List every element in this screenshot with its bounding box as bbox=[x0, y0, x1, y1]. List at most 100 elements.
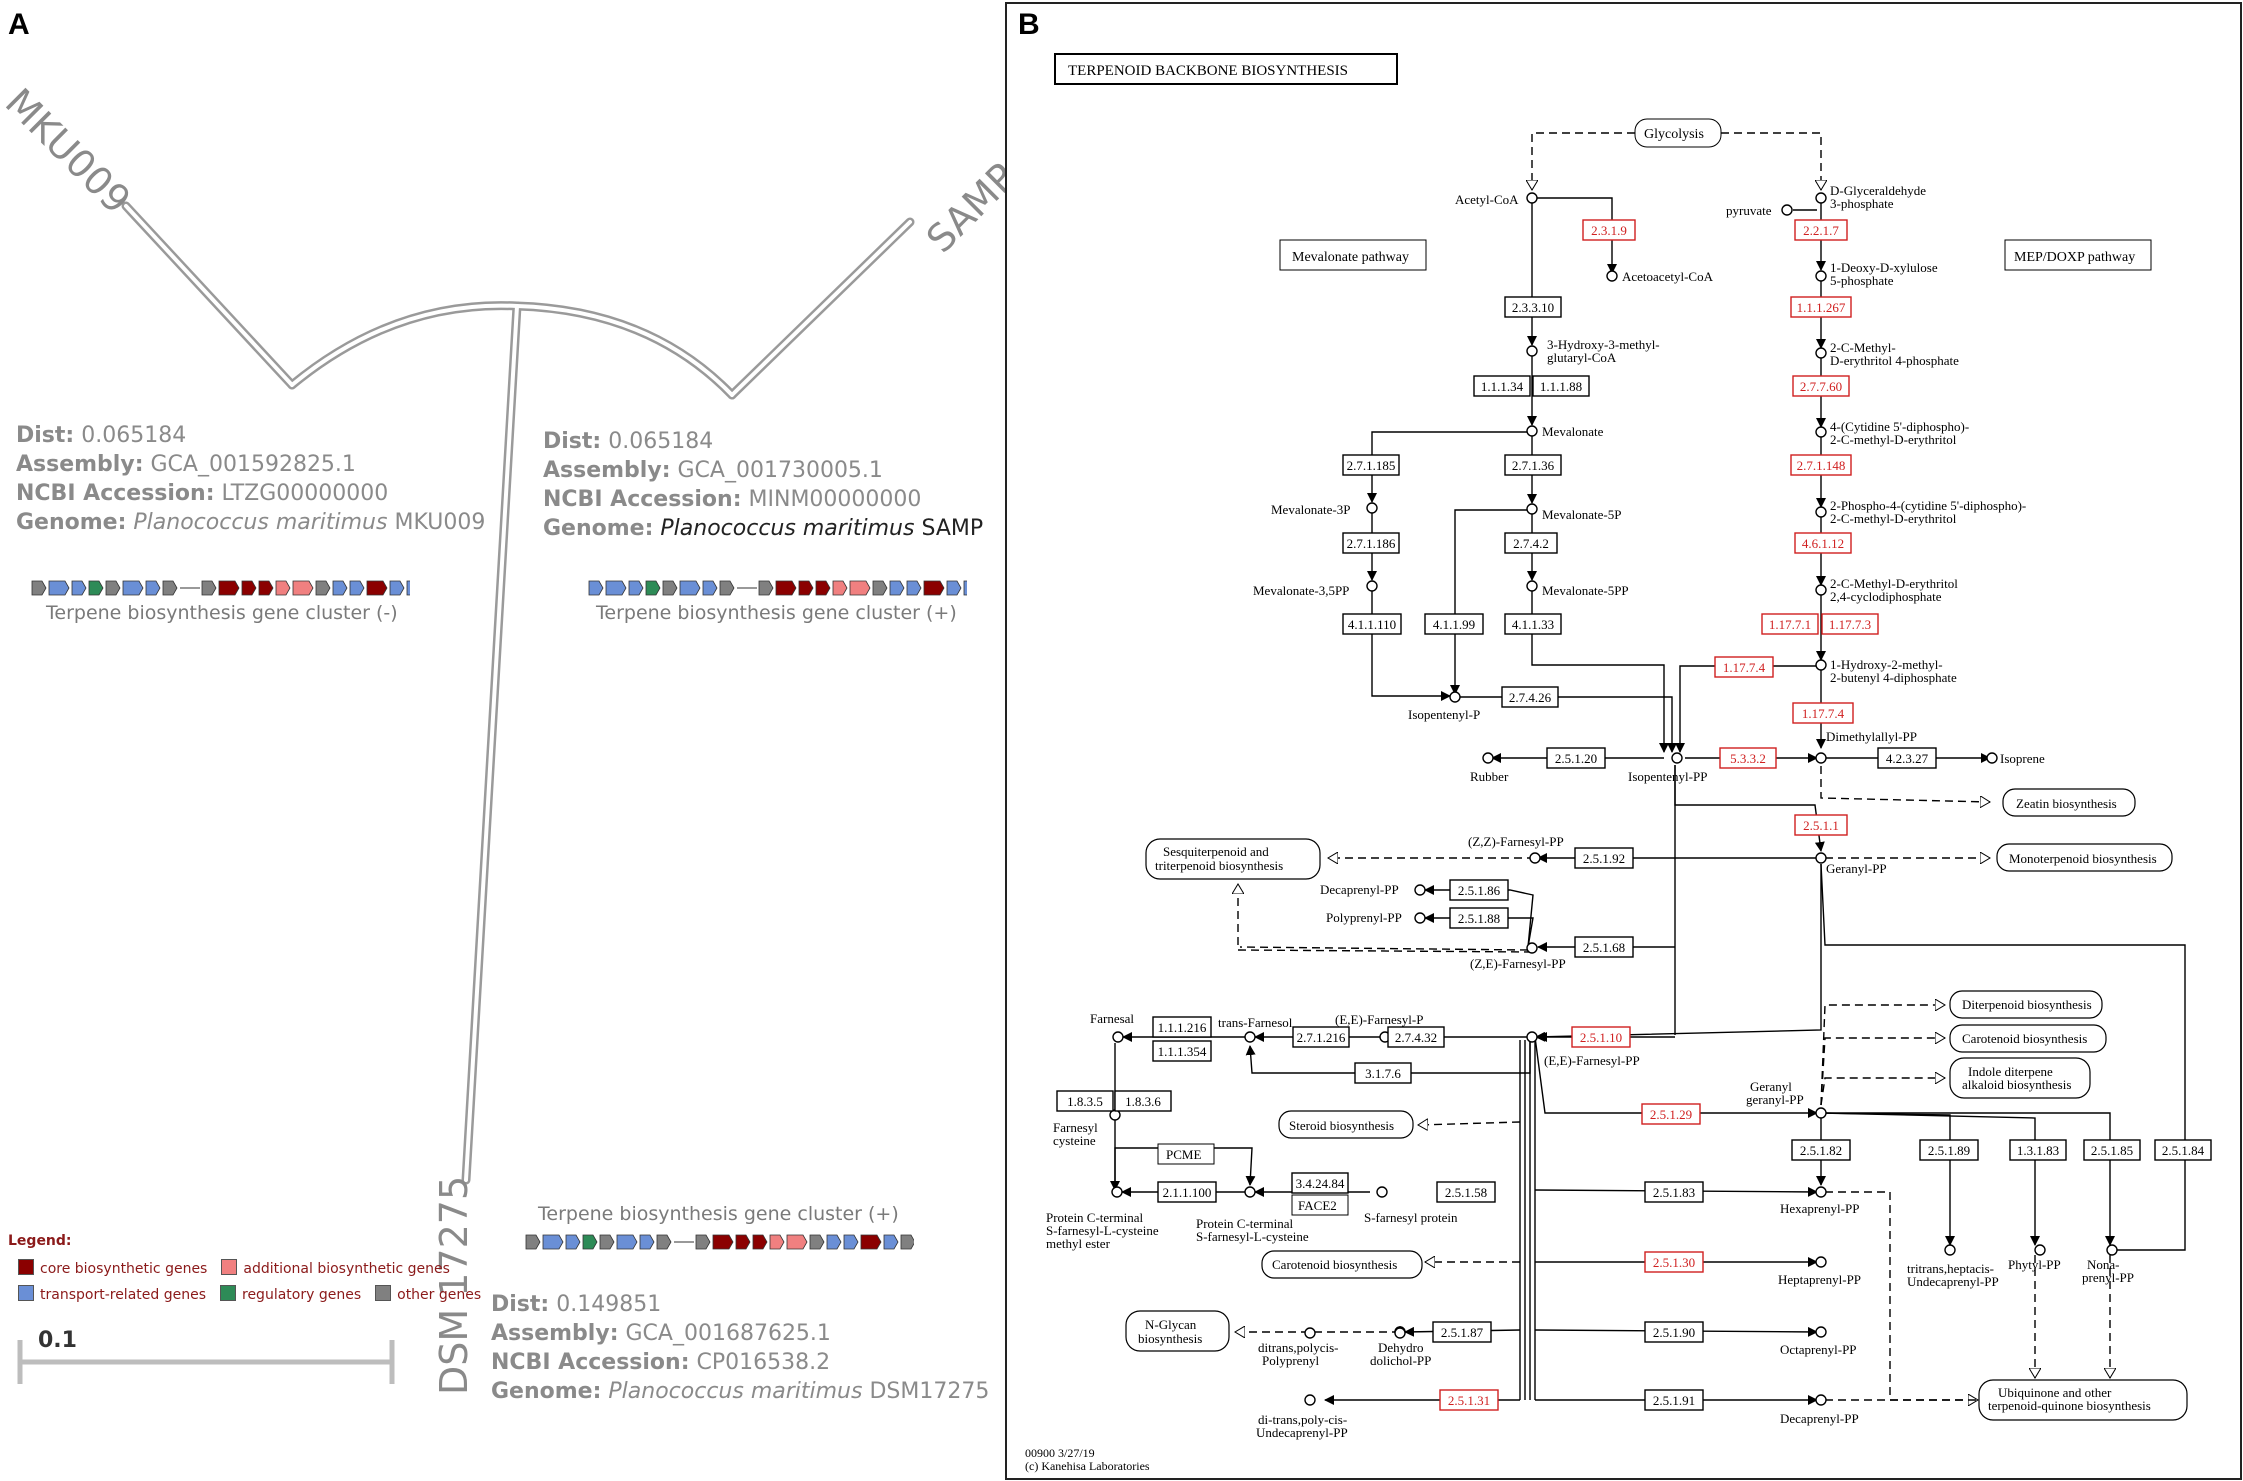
enzyme-box[interactable] bbox=[1152, 1016, 1212, 1038]
gene-arrow-other bbox=[900, 1234, 914, 1250]
enzyme-box[interactable] bbox=[1354, 1062, 1412, 1084]
enzyme-box[interactable] bbox=[2009, 1139, 2067, 1161]
enzyme-box[interactable] bbox=[2083, 1139, 2141, 1161]
genome-info-dsm17275: Dist: 0.149851 Assembly: GCA_001687625.1… bbox=[491, 1290, 989, 1406]
gene-arrow-other bbox=[695, 1234, 711, 1250]
enzyme-box[interactable] bbox=[1473, 375, 1531, 397]
gene-arrow-transport bbox=[406, 580, 410, 596]
enzyme-box[interactable] bbox=[1919, 1139, 1979, 1161]
svg-text:2,4-cyclodiphosphate: 2,4-cyclodiphosphate bbox=[1830, 589, 1942, 604]
dist-value: 0.149851 bbox=[556, 1292, 662, 1317]
enzyme-box[interactable] bbox=[2154, 1139, 2212, 1161]
enzyme-box[interactable] bbox=[1342, 613, 1402, 635]
svg-text:3-phosphate: 3-phosphate bbox=[1830, 196, 1894, 211]
enzyme-label: 2.7.1.148 bbox=[1797, 458, 1846, 473]
enzyme-box[interactable] bbox=[1644, 1181, 1704, 1203]
legend-swatch-additional bbox=[221, 1259, 238, 1275]
genome-key: Genome: bbox=[491, 1379, 602, 1404]
enzyme-label: 2.7.1.216 bbox=[1297, 1030, 1346, 1045]
enzyme-box[interactable] bbox=[1532, 375, 1590, 397]
enzyme-box[interactable] bbox=[1501, 686, 1559, 708]
enzyme-box[interactable] bbox=[1644, 1389, 1704, 1411]
enzyme-box[interactable] bbox=[1291, 1172, 1349, 1194]
enzyme-box[interactable] bbox=[1582, 219, 1636, 241]
enzyme-label: 2.7.1.186 bbox=[1347, 536, 1396, 551]
enzyme-box[interactable] bbox=[1387, 1026, 1445, 1048]
enzyme-box[interactable] bbox=[1152, 1040, 1212, 1062]
scale-bar-label: 0.1 bbox=[38, 1328, 77, 1353]
genome-info-samp: Dist: 0.065184 Assembly: GCA_001730005.1… bbox=[543, 427, 983, 543]
enzyme-box[interactable] bbox=[1644, 1321, 1704, 1343]
svg-text:(Z,E)-Farnesyl-PP: (Z,E)-Farnesyl-PP bbox=[1470, 956, 1566, 971]
gene-arrow-core bbox=[366, 580, 388, 596]
enzyme-box[interactable] bbox=[1056, 1090, 1114, 1112]
enzyme-box[interactable] bbox=[1574, 936, 1634, 958]
enzyme-box[interactable] bbox=[1719, 747, 1777, 769]
enzyme-label: 2.2.1.7 bbox=[1803, 223, 1839, 238]
enzyme-box[interactable] bbox=[1504, 532, 1558, 554]
svg-text:terpenoid-quinone biosynthesis: terpenoid-quinone biosynthesis bbox=[1988, 1398, 2151, 1413]
enzyme-box[interactable] bbox=[1504, 454, 1562, 476]
enzyme-box[interactable] bbox=[1342, 454, 1400, 476]
enzyme-box[interactable] bbox=[1790, 296, 1852, 318]
enzyme-box[interactable] bbox=[1794, 814, 1848, 836]
mep-pathway-label: MEP/DOXP pathway bbox=[2014, 250, 2135, 265]
enzyme-box[interactable] bbox=[1504, 613, 1562, 635]
enzyme-label: 2.5.1.87 bbox=[1441, 1325, 1484, 1340]
enzyme-box[interactable] bbox=[1424, 613, 1484, 635]
svg-text:Acetoacetyl-CoA: Acetoacetyl-CoA bbox=[1622, 269, 1714, 284]
svg-text:2-C-methyl-D-erythritol: 2-C-methyl-D-erythritol bbox=[1830, 432, 1957, 447]
enzyme-label: 1.3.1.83 bbox=[2017, 1143, 2059, 1158]
svg-text:Protein C-terminal: Protein C-terminal bbox=[1196, 1216, 1294, 1231]
gene-arrow-other bbox=[599, 1234, 615, 1250]
enzyme-box[interactable] bbox=[1794, 219, 1848, 241]
genome-info-mku009: Dist: 0.065184 Assembly: GCA_001592825.1… bbox=[16, 421, 485, 537]
enzyme-box[interactable] bbox=[1792, 375, 1850, 397]
svg-text:Isopentenyl-PP: Isopentenyl-PP bbox=[1628, 769, 1707, 784]
enzyme-box[interactable] bbox=[1644, 1251, 1704, 1273]
enzyme-box[interactable] bbox=[1292, 1026, 1350, 1048]
svg-text:Undecaprenyl-PP: Undecaprenyl-PP bbox=[1256, 1425, 1348, 1440]
enzyme-box[interactable] bbox=[1449, 879, 1509, 901]
gene-cluster-dsm17275 bbox=[525, 1234, 914, 1250]
svg-text:PCME: PCME bbox=[1166, 1147, 1201, 1162]
enzyme-box[interactable] bbox=[1877, 747, 1937, 769]
enzyme-box[interactable] bbox=[1790, 454, 1852, 476]
enzyme-box[interactable] bbox=[1761, 613, 1819, 635]
genome-key: Genome: bbox=[16, 510, 127, 535]
legend-title: Legend: bbox=[8, 1233, 72, 1249]
ncbi-key: NCBI Accession: bbox=[491, 1350, 690, 1375]
enzyme-box[interactable] bbox=[1342, 532, 1400, 554]
enzyme-label: 1.1.1.354 bbox=[1158, 1044, 1207, 1059]
enzyme-box[interactable] bbox=[1504, 296, 1562, 318]
enzyme-box[interactable] bbox=[1821, 613, 1879, 635]
gene-arrow-other bbox=[162, 580, 178, 596]
enzyme-label: 2.7.4.32 bbox=[1395, 1030, 1437, 1045]
enzyme-label: 2.5.1.89 bbox=[1928, 1143, 1970, 1158]
enzyme-box[interactable] bbox=[1574, 847, 1634, 869]
enzyme-box[interactable] bbox=[1436, 1181, 1496, 1203]
enzyme-label: 2.7.7.60 bbox=[1800, 379, 1842, 394]
enzyme-box[interactable] bbox=[1792, 702, 1854, 724]
dist-key: Dist: bbox=[491, 1292, 550, 1317]
svg-text:2-C-methyl-D-erythritol: 2-C-methyl-D-erythritol bbox=[1830, 511, 1957, 526]
svg-text:geranyl-PP: geranyl-PP bbox=[1746, 1092, 1804, 1107]
enzyme-box[interactable] bbox=[1794, 532, 1852, 554]
enzyme-box[interactable] bbox=[1439, 1389, 1499, 1411]
enzyme-box[interactable] bbox=[1546, 747, 1606, 769]
enzyme-box[interactable] bbox=[1449, 907, 1509, 929]
svg-text:N-Glycan: N-Glycan bbox=[1145, 1317, 1197, 1332]
dist-key: Dist: bbox=[543, 429, 602, 454]
svg-text:glutaryl-CoA: glutaryl-CoA bbox=[1547, 350, 1617, 365]
enzyme-box[interactable] bbox=[1714, 656, 1774, 678]
enzyme-box[interactable] bbox=[1432, 1321, 1492, 1343]
enzyme-box[interactable] bbox=[1157, 1181, 1217, 1203]
gene-arrow-transport bbox=[588, 580, 604, 596]
svg-text:S-farnesyl protein: S-farnesyl protein bbox=[1364, 1210, 1458, 1225]
legend-item-additional: additional biosynthetic genes bbox=[221, 1259, 450, 1277]
enzyme-box[interactable] bbox=[1791, 1139, 1851, 1161]
enzyme-box[interactable] bbox=[1641, 1103, 1701, 1125]
enzyme-box[interactable] bbox=[1571, 1026, 1631, 1048]
enzyme-box[interactable] bbox=[1114, 1090, 1172, 1112]
